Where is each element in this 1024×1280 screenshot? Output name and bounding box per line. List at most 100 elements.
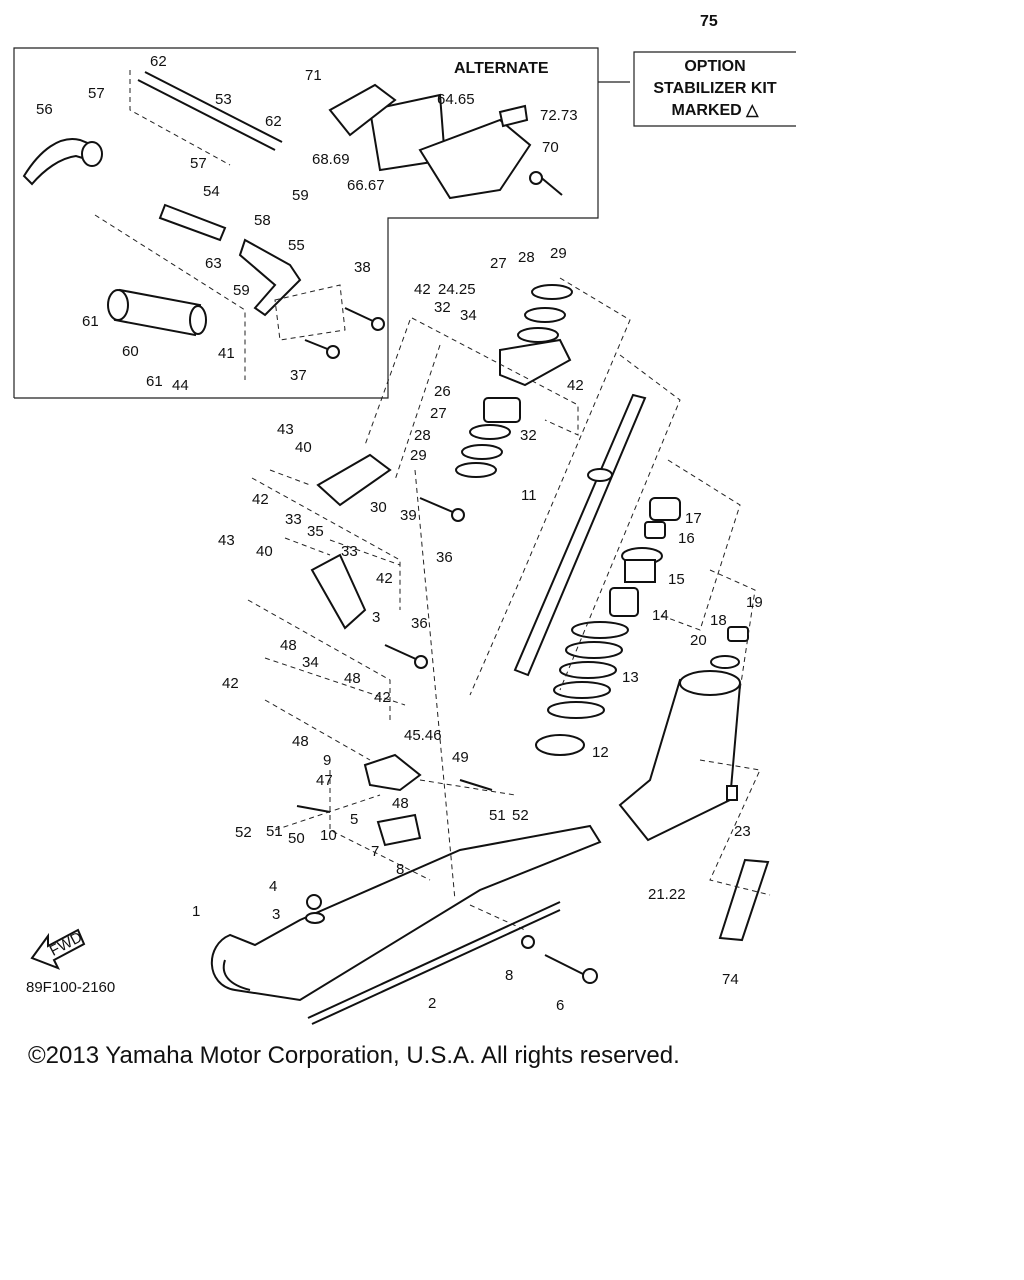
callout-2: 2 — [428, 995, 436, 1012]
callout-7: 7 — [371, 843, 379, 860]
callout-18: 18 — [710, 612, 727, 629]
callout-30: 30 — [370, 499, 387, 516]
callout-55: 55 — [288, 237, 305, 254]
callout-48: 48 — [280, 637, 297, 654]
nut-16 — [644, 521, 666, 539]
callout-40: 40 — [295, 439, 312, 456]
page-number: 75 — [700, 13, 718, 30]
fwd-label: FWD — [47, 929, 85, 960]
seat-12 — [535, 734, 585, 756]
nut-19 — [727, 626, 749, 642]
callout-42: 42 — [414, 281, 431, 298]
callout-47: 47 — [316, 772, 333, 789]
callout-48: 48 — [392, 795, 409, 812]
runner-2 — [307, 901, 561, 1025]
callout-50: 50 — [288, 830, 305, 847]
shaft-11 — [513, 393, 647, 677]
stopper-14 — [609, 587, 639, 617]
washer-3 — [305, 912, 325, 924]
arm-3 — [310, 553, 367, 630]
block-5 — [376, 813, 422, 847]
callout-63: 63 — [205, 255, 222, 272]
callout-27: 27 — [490, 255, 507, 272]
callout-61: 61 — [82, 313, 99, 330]
callout-57: 57 — [190, 155, 207, 172]
cup-15 — [621, 547, 663, 583]
bolt-38 — [344, 307, 385, 331]
callout-12: 12 — [592, 744, 609, 761]
alternate-label: ALTERNATE — [454, 60, 549, 77]
rod-53 — [137, 71, 283, 151]
callout-56: 56 — [36, 101, 53, 118]
bolt-50 — [296, 805, 331, 813]
bolt-23 — [726, 785, 738, 801]
callout-9: 9 — [323, 752, 331, 769]
decal-74 — [718, 858, 770, 942]
housing-21-22 — [618, 670, 742, 842]
callout-15: 15 — [668, 571, 685, 588]
exploded-parts-diagram: 75 ALTERNATE OPTION STABILIZER KIT MARKE… — [13, 13, 796, 1025]
callout-61: 61 — [146, 373, 163, 390]
callout-39: 39 — [400, 507, 417, 524]
part-code: 89F100-2160 — [26, 979, 115, 996]
callout-59: 59 — [292, 187, 309, 204]
steering-column-box — [13, 47, 630, 399]
callout-14: 14 — [652, 607, 669, 624]
callout-35: 35 — [307, 523, 324, 540]
callout-68-69: 68.69 — [312, 151, 350, 168]
callout-5: 5 — [350, 811, 358, 828]
callout-54: 54 — [203, 183, 220, 200]
callout-20: 20 — [690, 632, 707, 649]
callout-38: 38 — [354, 259, 371, 276]
callout-53: 53 — [215, 91, 232, 108]
callout-42: 42 — [567, 377, 584, 394]
callout-49: 49 — [452, 749, 469, 766]
cap-17 — [649, 497, 681, 521]
callout-66-67: 66.67 — [347, 177, 385, 194]
callout-57: 57 — [88, 85, 105, 102]
link-30 — [316, 453, 392, 507]
callout-42: 42 — [376, 570, 393, 587]
callout-21-22: 21.22 — [648, 886, 686, 903]
callout-42: 42 — [222, 675, 239, 692]
fwd-arrow-icon: FWD — [30, 928, 86, 970]
washer-20 — [710, 655, 740, 669]
callout-19: 19 — [746, 594, 763, 611]
nut-4 — [306, 894, 322, 910]
ski-1 — [210, 824, 602, 1002]
callout-17: 17 — [685, 510, 702, 527]
callout-43: 43 — [218, 532, 235, 549]
callout-33: 33 — [341, 543, 358, 560]
callout-27: 27 — [430, 405, 447, 422]
bracket-clamp — [274, 284, 346, 341]
bolt-36-lower — [384, 644, 428, 669]
callout-70: 70 — [542, 139, 559, 156]
copyright-notice: ©2013 Yamaha Motor Corporation, U.S.A. A… — [28, 1042, 680, 1069]
callout-34: 34 — [302, 654, 319, 671]
callout-26: 26 — [434, 383, 451, 400]
callout-51: 51 — [489, 807, 506, 824]
callout-8: 8 — [505, 967, 513, 984]
option-line-3: MARKED △ — [672, 102, 760, 119]
callout-13: 13 — [622, 669, 639, 686]
callout-41: 41 — [218, 345, 235, 362]
callout-42: 42 — [374, 689, 391, 706]
callout-11: 11 — [521, 487, 537, 504]
callout-62: 62 — [150, 53, 167, 70]
callout-51: 51 — [266, 823, 283, 840]
washers-27-28-29-upper — [517, 284, 573, 343]
callout-74: 74 — [722, 971, 739, 988]
callout-43: 43 — [277, 421, 294, 438]
arm-55 — [238, 238, 302, 317]
pivot-45-46 — [363, 753, 422, 792]
callout-6: 6 — [556, 997, 564, 1014]
callout-52: 52 — [512, 807, 529, 824]
callout-52: 52 — [235, 824, 252, 841]
bushing-26 — [483, 397, 521, 423]
bracket-68-69 — [328, 83, 397, 137]
callout-33: 33 — [285, 511, 302, 528]
bolt-6 — [544, 954, 598, 984]
option-line-1: OPTION — [684, 58, 745, 75]
